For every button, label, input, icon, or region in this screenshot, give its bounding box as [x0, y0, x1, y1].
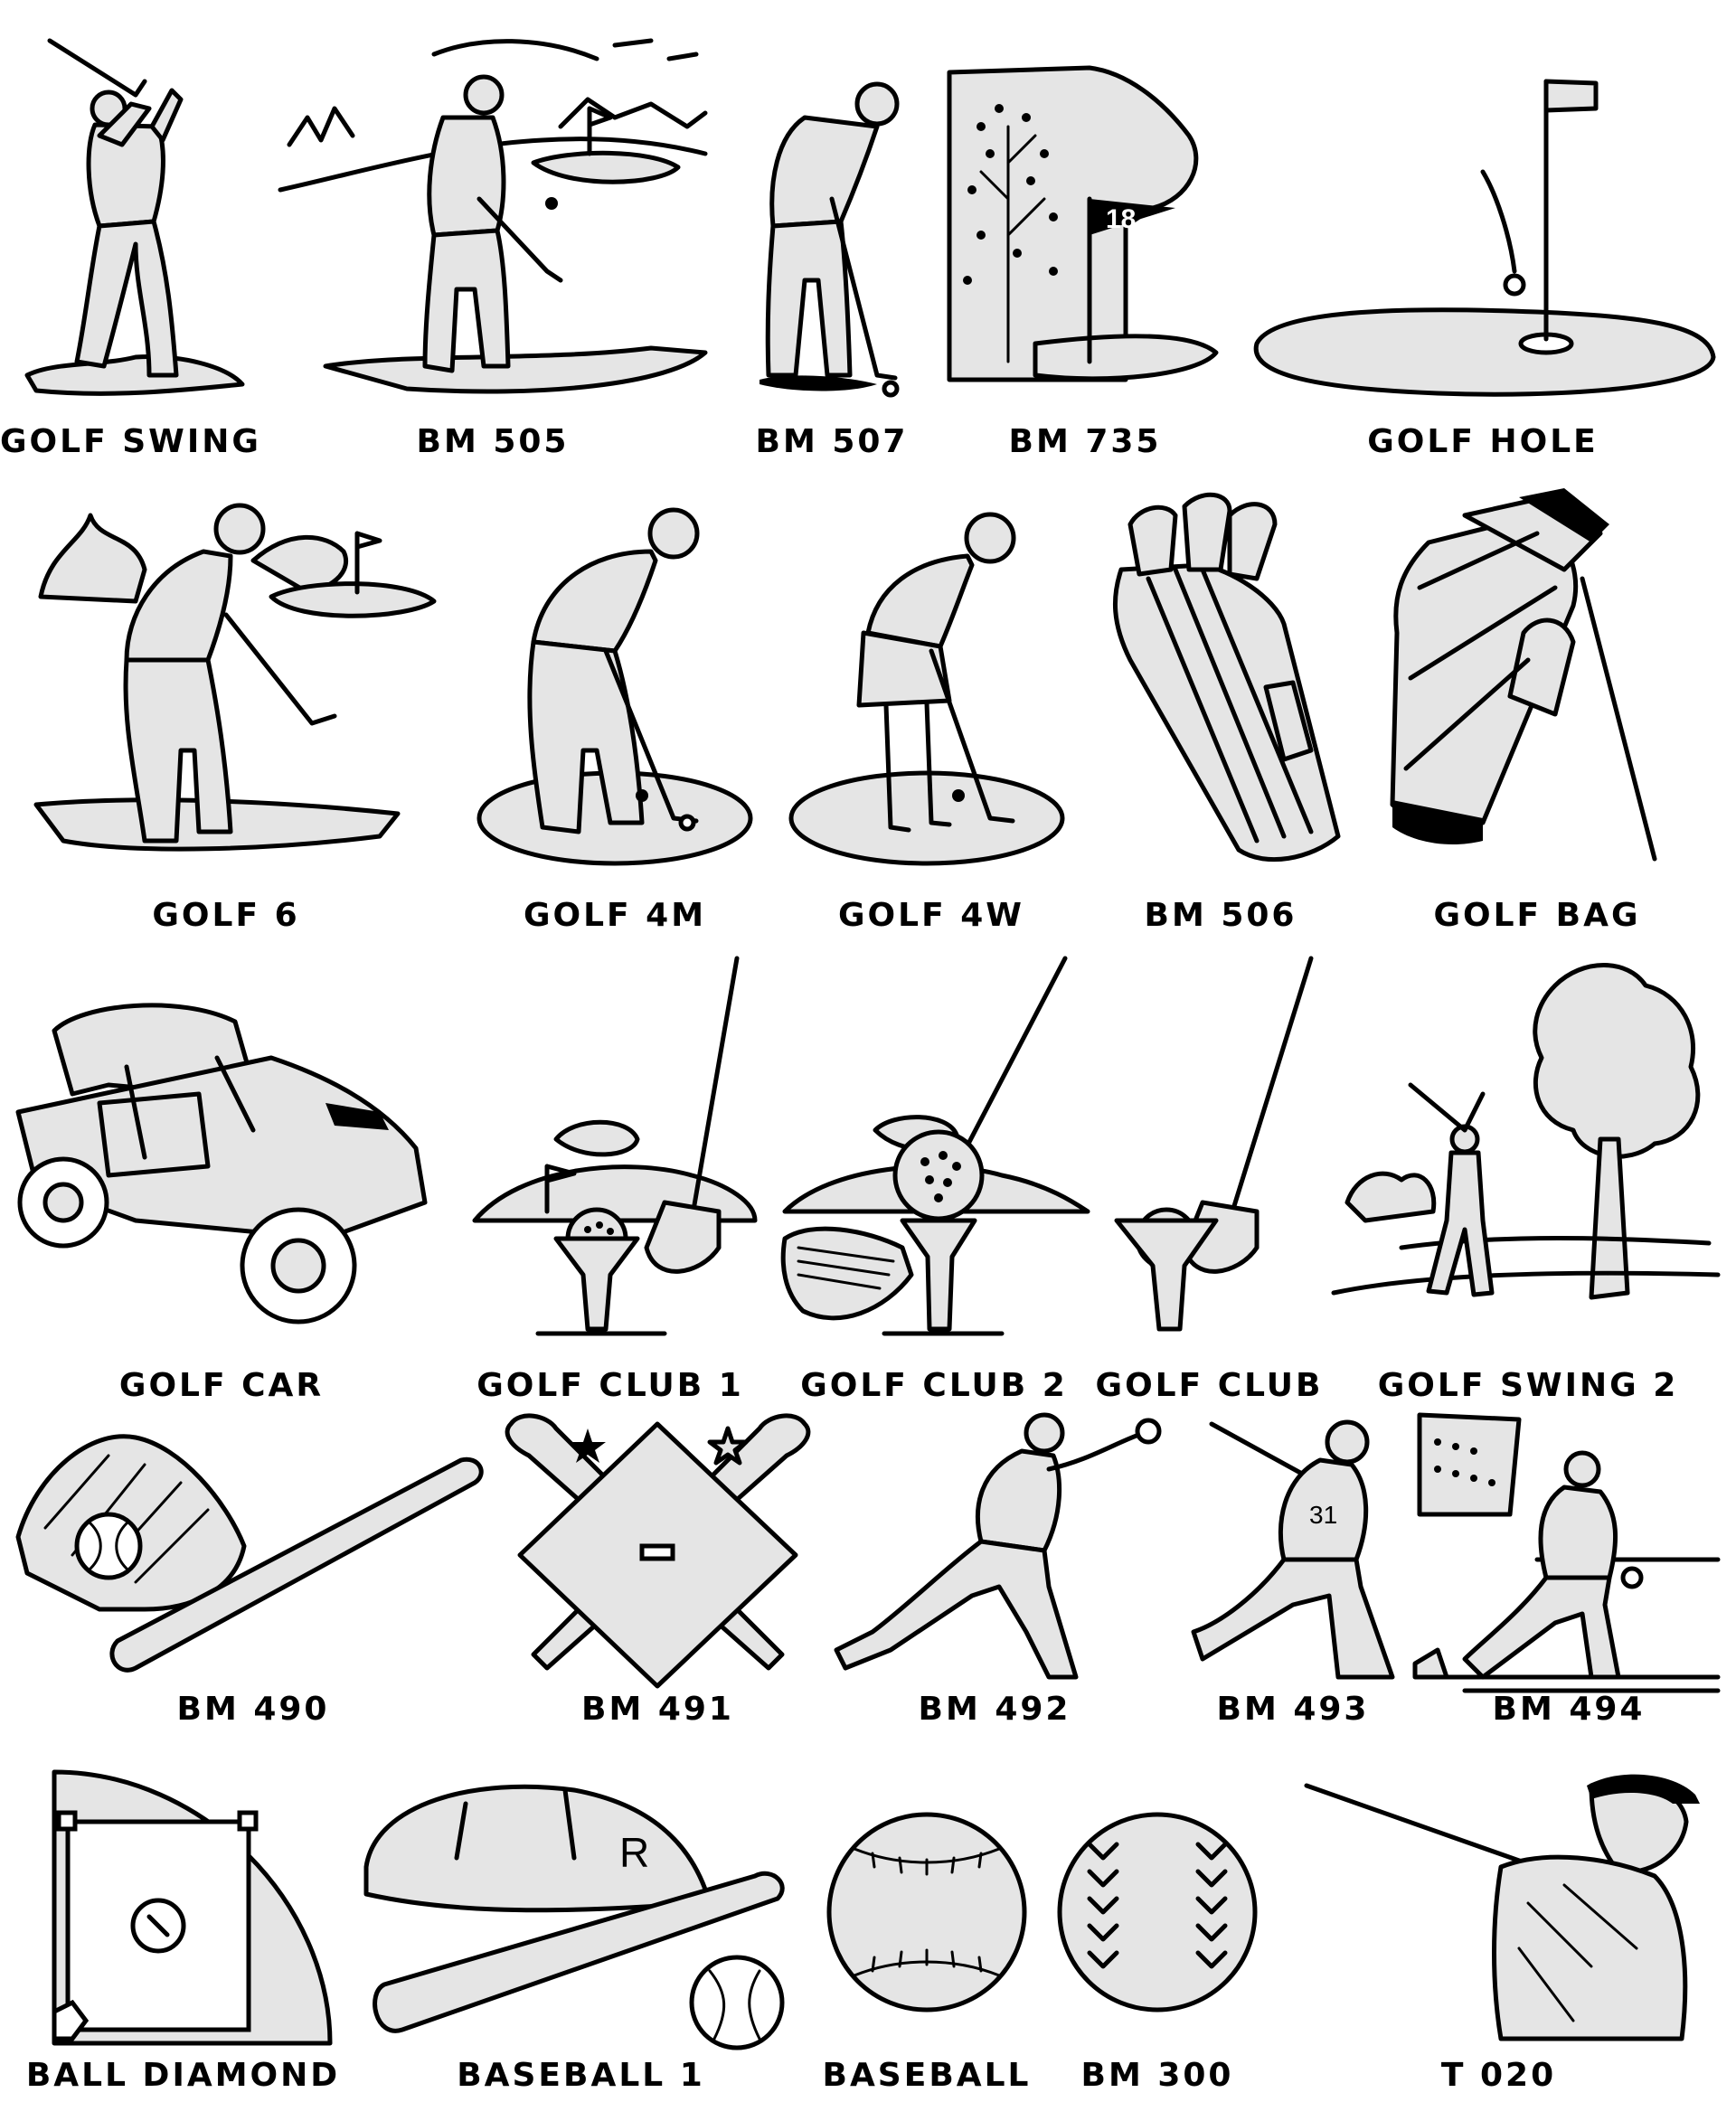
item-label: GOLF CAR [118, 1367, 325, 1404]
baseball-field-icon [23, 1768, 344, 2057]
baseball-batter-31-icon: 31 [1184, 1406, 1401, 1691]
golfer-chipping-bunker-icon [271, 18, 714, 398]
club-ball-tee-icon [1094, 949, 1325, 1343]
item-label: GOLF 4W [838, 897, 1024, 934]
jersey-number: 31 [1309, 1501, 1337, 1529]
clipart-golf-hole: GOLF HOLE [1239, 18, 1727, 470]
pitcher-stadium-icon [1410, 1406, 1727, 1693]
clipart-t-020: T 020 [1275, 1768, 1722, 2121]
clipart-bm-300: BM 300 [1049, 1768, 1266, 2121]
item-label: T 020 [1440, 2057, 1557, 2094]
baseball-pitcher-icon [818, 1406, 1171, 1691]
clipart-golf-swing-2: GOLF SWING 2 [1329, 949, 1727, 1415]
item-label: BM 300 [1080, 2057, 1234, 2094]
male-golfer-putting-icon [461, 479, 769, 868]
item-label: GOLF 4M [523, 897, 707, 934]
female-golfer-putting-icon [778, 479, 1085, 868]
item-label: GOLF CLUB [1095, 1367, 1324, 1404]
clipart-golf-swing: GOLF SWING [0, 18, 261, 470]
clipart-golf-club-2: GOLF CLUB 2 [776, 949, 1092, 1415]
clipart-bm-491: BM 491 [502, 1410, 814, 1745]
golfer-chipping-green-icon [0, 479, 452, 868]
clipart-golf-club: GOLF CLUB [1094, 949, 1325, 1415]
driver-ball-tee-icon [448, 949, 773, 1343]
cap-letter: R [619, 1829, 649, 1876]
clipart-bm-735: 18 BM 735 [945, 18, 1225, 470]
clipart-bm-506: BM 506 [1094, 479, 1347, 940]
clipart-bm-493: 31 BM 493 [1184, 1406, 1401, 1745]
item-label: GOLF CLUB 1 [476, 1367, 744, 1404]
clipart-golf-club-1: GOLF CLUB 1 [448, 949, 773, 1415]
clipart-golf-bag: GOLF BAG [1356, 479, 1718, 940]
clipart-bm-505: BM 505 [271, 18, 714, 470]
clipart-baseball: BASEBALL [818, 1768, 1035, 2121]
clipart-baseball-1: R BASEBALL 1 [357, 1768, 805, 2121]
item-label: BM 506 [1144, 897, 1297, 934]
item-label: BM 494 [1492, 1691, 1646, 1728]
item-label: GOLF CLUB 2 [800, 1367, 1068, 1404]
iron-ball-tee-icon [776, 949, 1092, 1343]
baseball-icon [818, 1768, 1035, 2057]
clipart-golf-4m: GOLF 4M [461, 479, 769, 940]
golfer-full-swing-icon [0, 18, 258, 398]
item-label: BM 493 [1216, 1691, 1370, 1728]
golf-cart-icon [0, 949, 443, 1343]
infield-crossed-bats-icon [502, 1410, 814, 1691]
golfer-putting-icon [741, 18, 922, 398]
flag-number: 18 [1106, 204, 1136, 234]
item-label: BM 505 [416, 423, 570, 460]
item-label: BM 490 [176, 1691, 330, 1728]
flag-18-tree-icon: 18 [945, 18, 1225, 398]
item-label: BASEBALL 1 [457, 2057, 705, 2094]
clipart-bm-490: BM 490 [9, 1419, 497, 1745]
item-label: BM 735 [1008, 423, 1162, 460]
clipart-bm-494: BM 494 [1410, 1406, 1727, 1745]
item-label: BM 492 [918, 1691, 1071, 1728]
item-label: GOLF SWING [0, 423, 261, 460]
softball-icon [1049, 1768, 1266, 2057]
clipart-bm-507: BM 507 [741, 18, 922, 470]
glove-ball-bat-icon [9, 1419, 497, 1682]
clipart-golf-car: GOLF CAR [0, 949, 443, 1415]
clipart-bm-492: BM 492 [818, 1406, 1171, 1745]
golf-hole-flag-icon [1239, 18, 1727, 398]
item-label: BASEBALL [822, 2057, 1032, 2094]
clipart-golf-6: GOLF 6 [0, 479, 452, 940]
golf-bag-clubs-icon [1094, 479, 1347, 868]
item-label: GOLF HOLE [1367, 423, 1599, 460]
item-label: BM 491 [581, 1691, 734, 1728]
golf-stand-bag-icon [1356, 479, 1718, 868]
clipart-ball-diamond: BALL DIAMOND [23, 1768, 344, 2121]
cap-bat-ball-icon: R [357, 1768, 805, 2057]
batter-portrait-icon [1275, 1768, 1722, 2057]
golfer-landscape-tree-icon [1329, 949, 1727, 1343]
item-label: GOLF SWING 2 [1377, 1367, 1679, 1404]
item-label: GOLF 6 [152, 897, 300, 934]
clipart-golf-4w: GOLF 4W [778, 479, 1085, 940]
item-label: BALL DIAMOND [25, 2057, 341, 2094]
item-label: GOLF BAG [1433, 897, 1641, 934]
item-label: BM 507 [755, 423, 909, 460]
